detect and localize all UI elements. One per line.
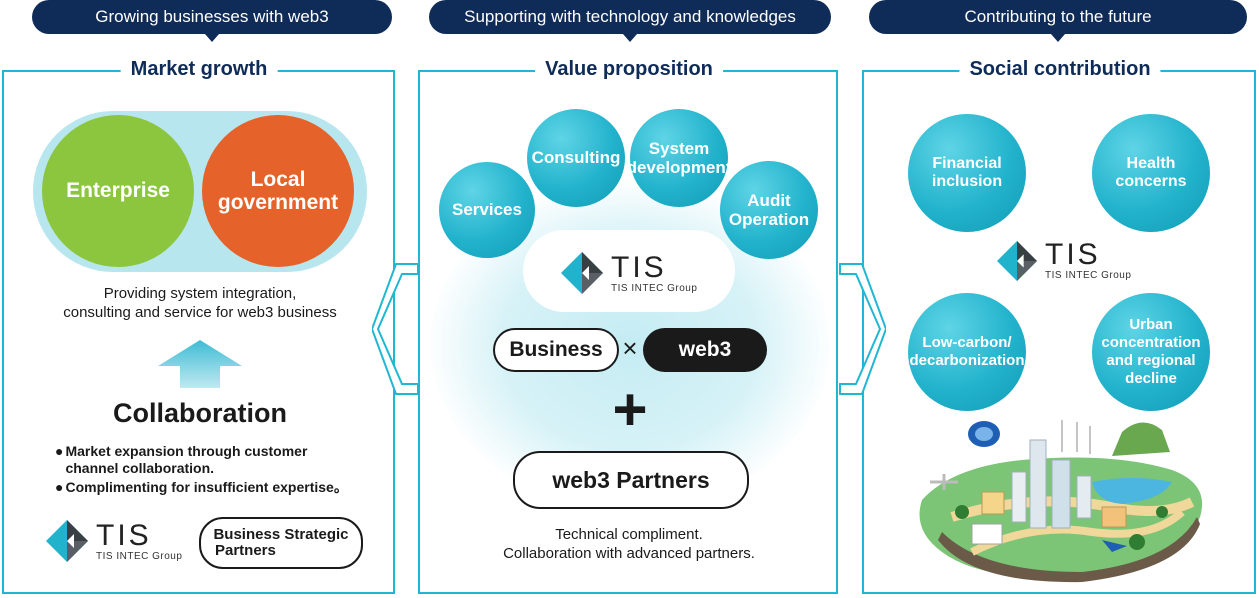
services-label: Services (452, 200, 522, 219)
header-supporting-label: Supporting with technology and knowledge… (464, 7, 796, 26)
bullet-dot-icon: ● (55, 479, 64, 495)
consulting-circle: Consulting (527, 109, 625, 207)
bullet-item: ● Complimenting for insufficient experti… (55, 479, 385, 496)
bullet1-line2: channel collaboration. (65, 460, 215, 476)
header-growing: Growing businesses with web3 (32, 0, 392, 42)
urban-line4: decline (1125, 370, 1177, 387)
partner-label-line2: Partners (215, 542, 276, 559)
urban-line1: Urban (1129, 316, 1173, 333)
value-description: Technical compliment. Collaboration with… (429, 525, 829, 563)
tis-wordmark: TIS (611, 250, 667, 284)
tis-mark-icon (997, 240, 1037, 281)
header-growing-label: Growing businesses with web3 (95, 7, 329, 26)
services-circle: Services (439, 162, 535, 258)
financial-line1: Financial (932, 155, 1002, 172)
business-strategic-partners-badge: Business Strategic Partners (199, 517, 363, 569)
local-government-circle: Local government (202, 115, 354, 267)
health-line2: concerns (1115, 173, 1187, 190)
lowcarbon-line2: decarbonization (909, 352, 1025, 369)
tis-logo: TIS TIS INTEC Group (46, 520, 182, 562)
market-desc-line2: consulting and service for web3 business (63, 304, 337, 321)
local-label-line1: Local (250, 168, 306, 191)
smart-city-illustration (919, 420, 1203, 583)
tis-logo: TIS TIS INTEC Group (561, 252, 697, 294)
local-label-line2: government (217, 191, 339, 214)
market-growth-title: Market growth (120, 56, 278, 82)
times-sign: × (622, 333, 638, 363)
business-label: Business (509, 338, 603, 361)
up-arrow-icon (158, 340, 242, 388)
market-description: Providing system integration, consulting… (20, 284, 380, 322)
header-contributing: Contributing to the future (869, 0, 1247, 42)
business-pill: Business (493, 328, 619, 372)
health-line1: Health (1126, 155, 1176, 172)
bullet-dot-icon: ● (55, 443, 64, 459)
audit-operation-circle: Audit Operation (720, 161, 818, 259)
market-desc-line1: Providing system integration, (103, 285, 297, 302)
bullet2-text: Complimenting for insufficient expertise… (65, 479, 348, 495)
social-contribution-title: Social contribution (959, 56, 1161, 82)
tis-logo-box (523, 230, 735, 312)
header-pointer (1051, 34, 1065, 42)
tis-logo: TIS TIS INTEC Group (997, 240, 1131, 281)
consulting-label: Consulting (531, 148, 621, 167)
tis-subtitle: TIS INTEC Group (611, 282, 698, 294)
sysdev-line2: development (626, 158, 732, 177)
audit-line1: Audit (747, 191, 791, 210)
urban-line2: concentration (1101, 334, 1201, 351)
tis-subtitle: TIS INTEC Group (1045, 270, 1132, 281)
value-desc-line2: Collaboration with advanced partners. (503, 545, 755, 562)
audit-line2: Operation (728, 210, 810, 229)
urban-concentration-circle: Urban concentration and regional decline (1092, 293, 1210, 411)
tis-mark-icon (46, 520, 88, 562)
web3-pill: web3 (643, 328, 767, 372)
header-contributing-label: Contributing to the future (964, 7, 1152, 26)
web3-partners-pill: web3 Partners (513, 451, 749, 509)
left-chevron-icon (372, 263, 419, 395)
bullet1-line1: Market expansion through customer (65, 443, 308, 459)
lowcarbon-line1: Low-carbon/ (922, 334, 1012, 351)
tis-wordmark: TIS (96, 518, 152, 552)
value-desc-line1: Technical compliment. (555, 526, 703, 543)
tis-wordmark: TIS (1045, 238, 1101, 271)
right-chevron-icon (839, 263, 886, 395)
sysdev-line1: System (648, 139, 710, 158)
financial-inclusion-circle: Financial inclusion (908, 114, 1026, 232)
tis-mark-icon (561, 252, 603, 294)
collaboration-title: Collaboration (113, 398, 287, 428)
partner-label-line1: Business Strategic (213, 526, 349, 543)
urban-line3: and regional (1106, 352, 1196, 369)
web3-partners-label: web3 Partners (552, 466, 710, 493)
header-pointer (205, 34, 219, 42)
enterprise-label: Enterprise (66, 179, 170, 202)
header-pointer (623, 34, 637, 42)
system-development-circle: System development (627, 109, 731, 207)
financial-line2: inclusion (931, 173, 1003, 190)
plus-sign: + (612, 376, 648, 443)
bullet-item: ● Market expansion through customer chan… (55, 443, 385, 477)
value-proposition-title: Value proposition (535, 56, 723, 82)
enterprise-circle: Enterprise (42, 115, 194, 267)
low-carbon-circle: Low-carbon/ decarbonization (908, 293, 1026, 411)
web3-label: web3 (678, 338, 732, 361)
tis-subtitle: TIS INTEC Group (96, 550, 183, 562)
collab-bullets: ● Market expansion through customer chan… (55, 443, 385, 496)
health-concerns-circle: Health concerns (1092, 114, 1210, 232)
header-supporting: Supporting with technology and knowledge… (429, 0, 831, 42)
